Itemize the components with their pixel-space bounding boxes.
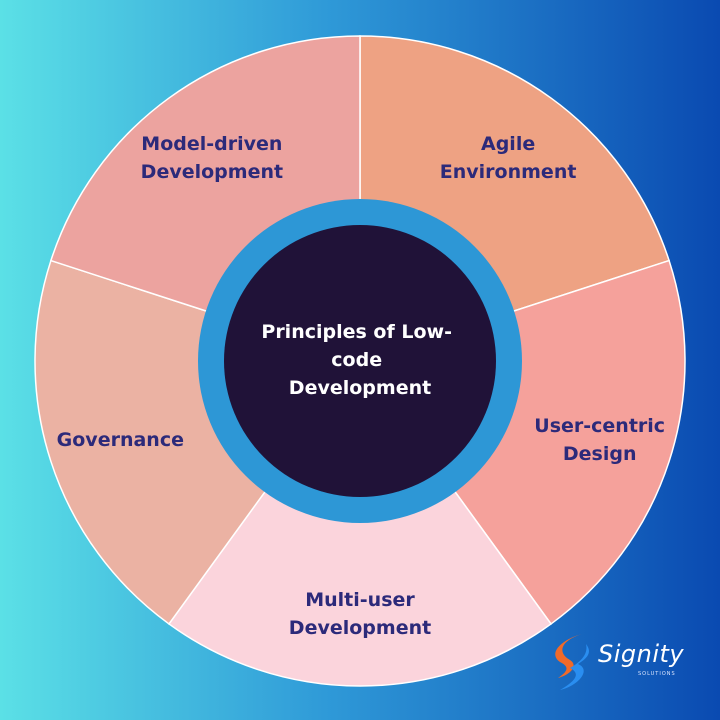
segment-label-3-line-2: Development (289, 617, 431, 639)
segment-label-3-line-1: Multi-user (305, 589, 415, 611)
center-title-line-2: code (331, 349, 382, 371)
signity-logo-icon (555, 634, 589, 690)
segment-label-5-line-2: Development (141, 161, 283, 183)
segment-label-5-line-1: Model-driven (141, 133, 282, 155)
segment-label-1-line-1: Agile (481, 133, 535, 155)
segment-label-1-line-2: Environment (440, 161, 577, 183)
logo-subtitle: SOLUTIONS (638, 671, 676, 677)
segment-label-2-line-2: Design (563, 443, 637, 465)
signity-logo: Signity SOLUTIONS (548, 630, 708, 692)
center-title: Principles of Low- code Development (261, 321, 458, 399)
center-title-line-3: Development (289, 377, 431, 399)
center-disc (224, 225, 496, 497)
logo-wordmark: Signity (598, 640, 685, 668)
center-title-line-1: Principles of Low- (261, 321, 452, 343)
segment-label-4-line-1: Governance (57, 429, 184, 451)
segment-label-4: Governance (57, 429, 184, 451)
segment-label-2-line-1: User-centric (534, 415, 665, 437)
